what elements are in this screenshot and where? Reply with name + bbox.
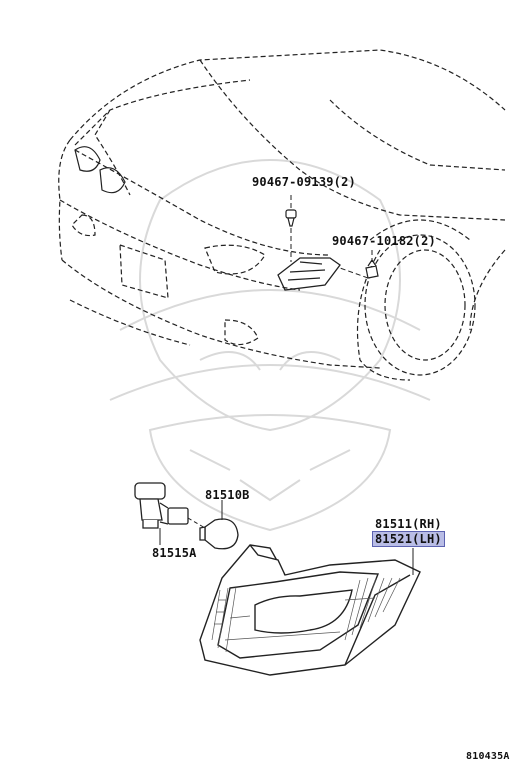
clip-right-leader bbox=[339, 250, 373, 279]
label-socket: 81515A bbox=[152, 546, 197, 560]
clip-right bbox=[365, 258, 379, 279]
socket-part bbox=[134, 482, 189, 529]
installed-corner-lamp bbox=[277, 257, 341, 291]
car-front-outline bbox=[58, 49, 506, 381]
car-headlights bbox=[74, 146, 126, 194]
assembly-leader bbox=[187, 517, 206, 529]
figure-code: 810435A bbox=[466, 751, 510, 762]
corner-lamp-ribs bbox=[211, 577, 401, 653]
label-clip-right: 90467-10182(2) bbox=[332, 234, 436, 248]
label-lamp-rh: 81511(RH) bbox=[375, 517, 442, 531]
label-bulb: 81510B bbox=[205, 488, 250, 502]
bulb-part bbox=[199, 518, 239, 550]
label-lamp-lh[interactable]: 81521(LH) bbox=[372, 531, 445, 547]
watermark-emblem bbox=[109, 159, 431, 532]
bolt-upper bbox=[285, 209, 297, 227]
corner-lamp-part bbox=[199, 544, 421, 676]
label-bolt-upper: 90467-09139(2) bbox=[252, 175, 356, 189]
